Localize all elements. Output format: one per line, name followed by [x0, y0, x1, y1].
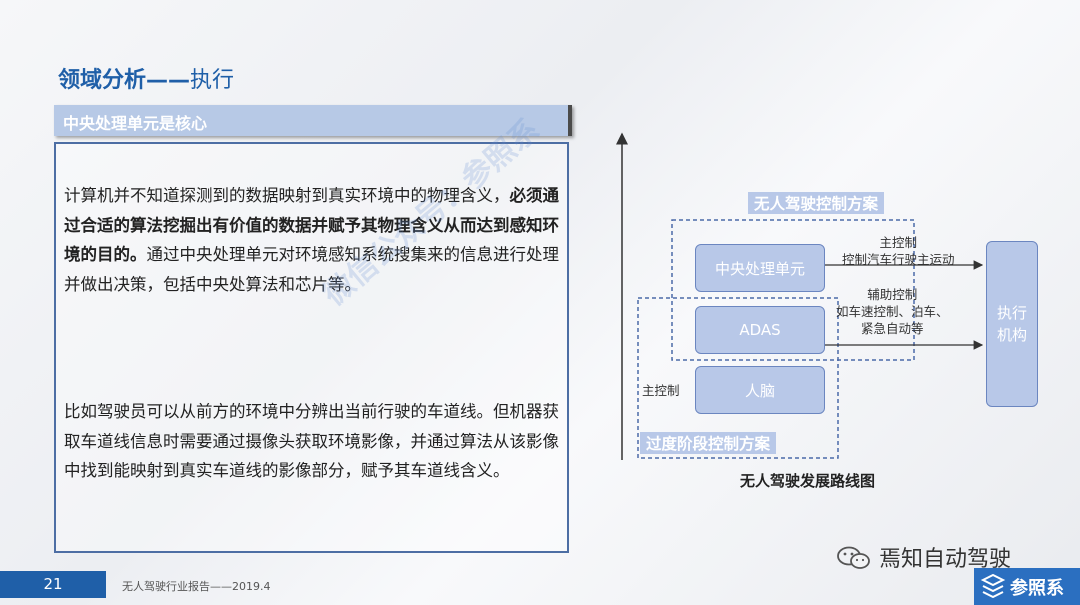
page-number: 21: [0, 571, 106, 598]
section-subheading: 中央处理单元是核心: [54, 105, 572, 136]
title-main: 领域分析: [58, 68, 147, 93]
paragraph-2: 比如驾驶员可以从前方的环境中分辨出当前行驶的车道线。但机器获取车道线信息时需要通…: [64, 402, 559, 480]
wechat-account: 焉知自动驾驶: [836, 541, 1011, 573]
brain-box: 人脑: [695, 366, 825, 414]
wechat-icon: [837, 546, 870, 569]
aux-control-desc-1: 如车速控制、泊车、: [836, 304, 949, 319]
logo-mark-icon: [980, 574, 1006, 598]
scheme-bottom-label: 过度阶段控制方案: [640, 432, 777, 454]
content-textbox: 计算机并不知道探测到的数据映射到真实环境中的物理含义，必须通过合适的算法挖掘出有…: [54, 142, 569, 553]
paragraph-1-emphasis: 必须通过合适的算法挖掘出有价值的数据并赋予其物理含义从而达到感知环境的目的。: [64, 186, 559, 264]
scheme-bottom-frame: [637, 297, 839, 459]
aux-control-desc-2: 紧急自动等: [861, 321, 924, 336]
aux-control-label: 辅助控制 如车速控制、泊车、 紧急自动等: [836, 286, 949, 337]
title-dash: ——: [146, 68, 191, 93]
actuator-line-1: 执行: [996, 304, 1027, 322]
paragraph-1: 计算机并不知道探测到的数据映射到真实环境中的物理含义，必须通过合适的算法挖掘出有…: [64, 181, 560, 299]
subheading-text: 中央处理单元是核心: [63, 114, 208, 133]
main-control-label: 主控制 控制汽车行驶主运动: [842, 234, 955, 268]
actuator-line-2: 机构: [996, 326, 1027, 344]
main-control-title: 主控制: [879, 235, 918, 250]
paragraph-1-intro: 计算机并不知道探测到的数据映射到真实环境中的物理含义，: [64, 186, 510, 205]
left-main-control-label: 主控制: [642, 383, 680, 398]
diagram-caption: 无人驾驶发展路线图: [740, 472, 876, 490]
cpu-box: 中央处理单元: [695, 244, 825, 292]
paragraph-1-rest: 通过中央处理单元对环境感知系统搜集来的信息进行处理并做出决策，包括中央处算法和芯…: [64, 245, 559, 294]
diagram-lines: [616, 132, 984, 460]
wechat-name: 焉知自动驾驶: [879, 547, 1012, 572]
roadmap-diagram: 无人驾驶控制方案 中央处理单元 ADAS 人脑 执行 机构 主控制 控制汽车行驶…: [600, 120, 1070, 465]
adas-box: ADAS: [695, 306, 825, 354]
scheme-top-frame: [671, 219, 915, 361]
actuator-box: 执行 机构: [986, 241, 1038, 407]
title-sub: 执行: [190, 68, 235, 93]
aux-control-title: 辅助控制: [867, 287, 918, 302]
brand-logo: 参照系: [974, 568, 1080, 605]
scheme-top-label: 无人驾驶控制方案: [748, 192, 885, 214]
footer-report: 无人驾驶行业报告——2019.4: [122, 580, 271, 593]
logo-text: 参照系: [1010, 578, 1064, 599]
main-control-desc: 控制汽车行驶主运动: [842, 252, 955, 267]
page-title: 领域分析——执行: [58, 62, 234, 94]
